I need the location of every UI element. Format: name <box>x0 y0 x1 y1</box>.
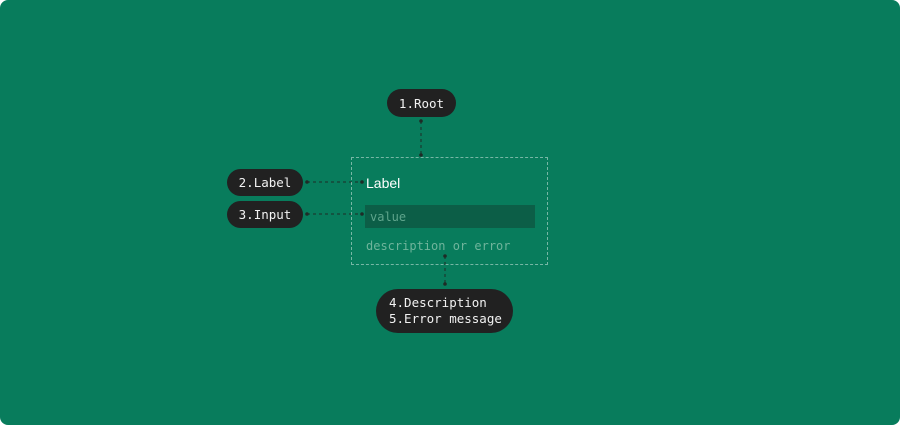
callout-label: 2.Label <box>227 169 303 196</box>
callout-input: 3.Input <box>227 201 303 228</box>
field-label: Label <box>366 175 401 191</box>
callout-description: 4.Description <box>389 295 487 310</box>
value-input[interactable]: value <box>365 205 535 228</box>
description-text: description or error <box>366 239 511 253</box>
callout-description-error: 4.Description 5.Error message <box>376 289 513 333</box>
root-outline <box>351 157 548 265</box>
callout-root: 1.Root <box>387 89 456 117</box>
callout-error: 5.Error message <box>389 311 502 326</box>
